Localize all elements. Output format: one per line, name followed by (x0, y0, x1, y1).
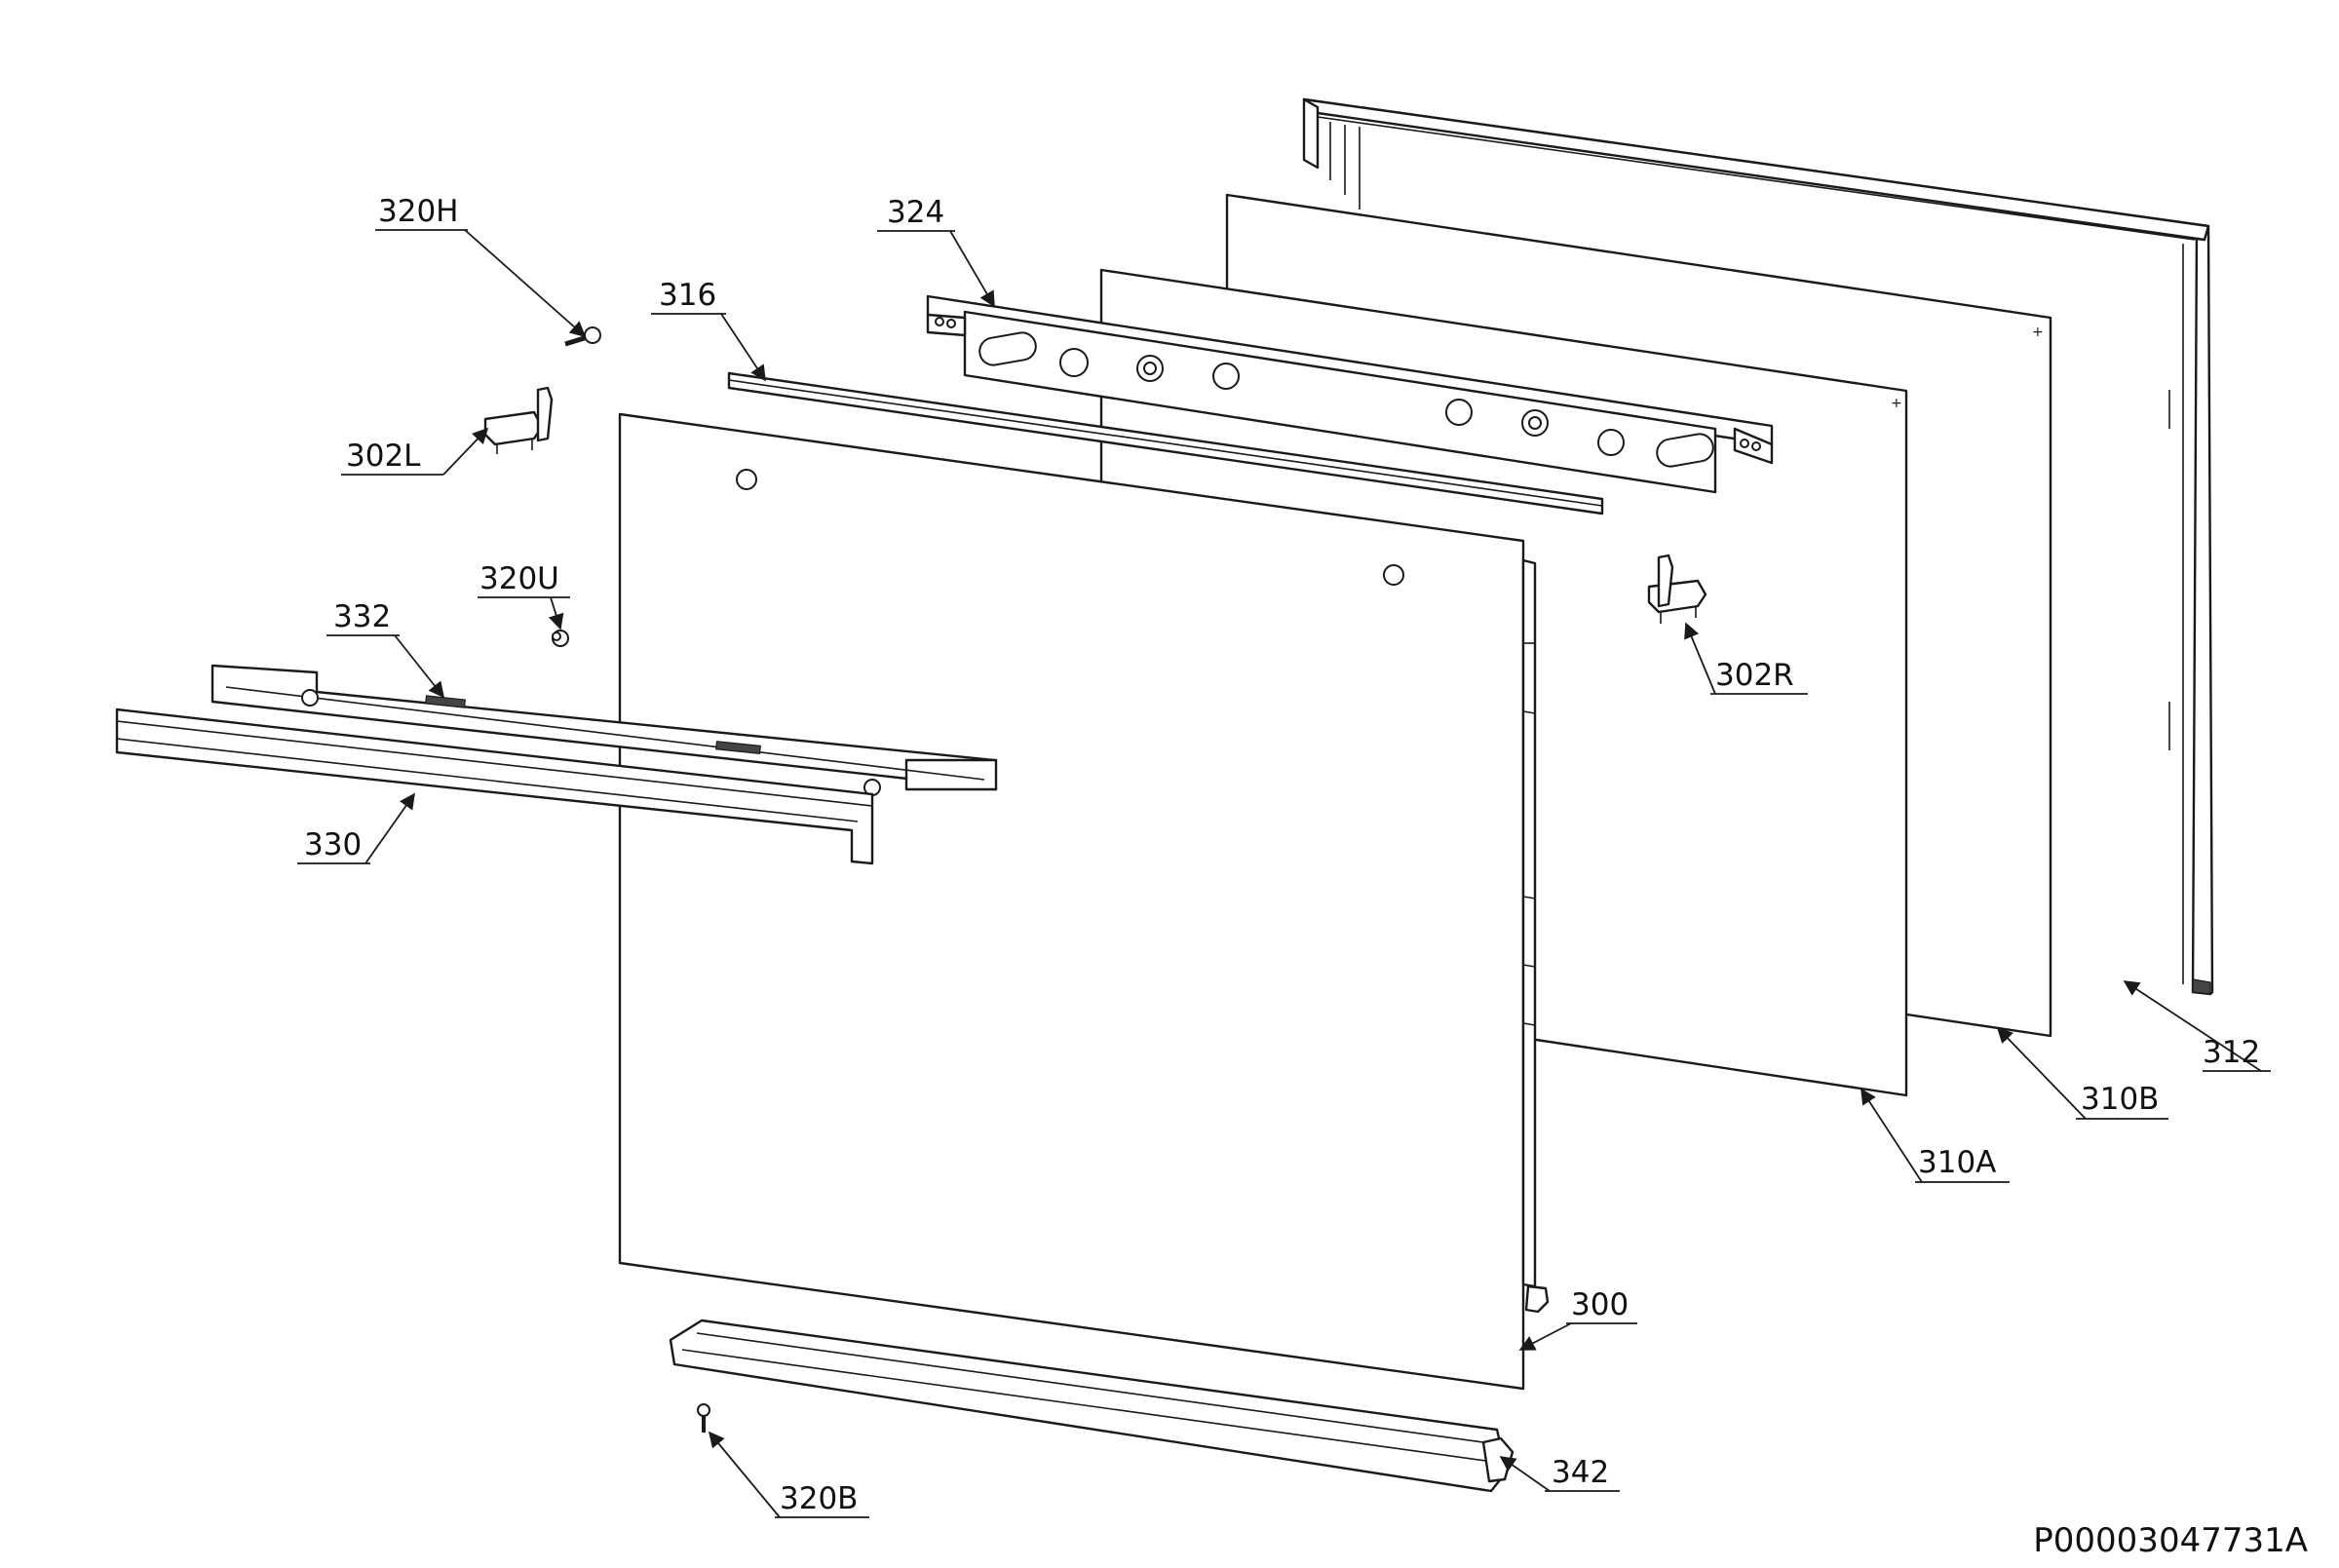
label-342-text: 342 (1552, 1455, 1609, 1490)
label-300: 300 (1518, 1287, 1637, 1351)
part-324-top-bracket (926, 294, 1774, 494)
label-324-text: 324 (887, 195, 944, 230)
label-302L: 302L (341, 427, 489, 476)
label-330-text: 330 (304, 827, 362, 862)
label-310A-text: 310A (1918, 1145, 1996, 1180)
label-302R: 302R (1684, 622, 1808, 695)
label-320H-text: 320H (378, 194, 458, 229)
label-310B: 310B (1996, 1026, 2168, 1120)
part-316-seal-strip (727, 371, 1604, 516)
label-320B: 320B (708, 1431, 869, 1518)
label-332: 332 (326, 599, 445, 699)
label-320B-text: 320B (780, 1481, 858, 1516)
label-302R-text: 302R (1715, 658, 1794, 693)
part-312-rear-frame (1302, 97, 2214, 996)
label-310A: 310A (1860, 1088, 2010, 1183)
label-316: 316 (651, 278, 766, 382)
label-320H: 320H (375, 194, 587, 338)
label-312-text: 312 (2203, 1035, 2260, 1070)
part-300-front-glass (618, 412, 1550, 1391)
svg-text:+: + (2032, 325, 2044, 340)
label-342: 342 (1499, 1455, 1620, 1492)
label-332-text: 332 (333, 599, 391, 634)
label-302L-text: 302L (346, 439, 421, 474)
part-302L-hinge-clip (483, 386, 554, 454)
svg-text:+: + (1891, 396, 1902, 411)
part-302R-hinge-clip (1647, 554, 1707, 624)
label-316-text: 316 (659, 278, 716, 313)
label-330: 330 (297, 792, 415, 864)
part-320U-screw (552, 630, 569, 647)
document-id: P00003047731A (2033, 1521, 2308, 1560)
label-324: 324 (877, 195, 995, 308)
part-330-handle-profile (115, 708, 874, 865)
label-300-text: 300 (1571, 1287, 1629, 1322)
part-332-handle-bracket (211, 664, 998, 796)
part-320H-screw (564, 326, 601, 347)
label-312: 312 (2123, 980, 2271, 1072)
label-310B-text: 310B (2081, 1082, 2159, 1117)
label-320U: 320U (478, 561, 570, 631)
part-320B-screw (697, 1403, 710, 1433)
label-320U-text: 320U (479, 561, 559, 596)
